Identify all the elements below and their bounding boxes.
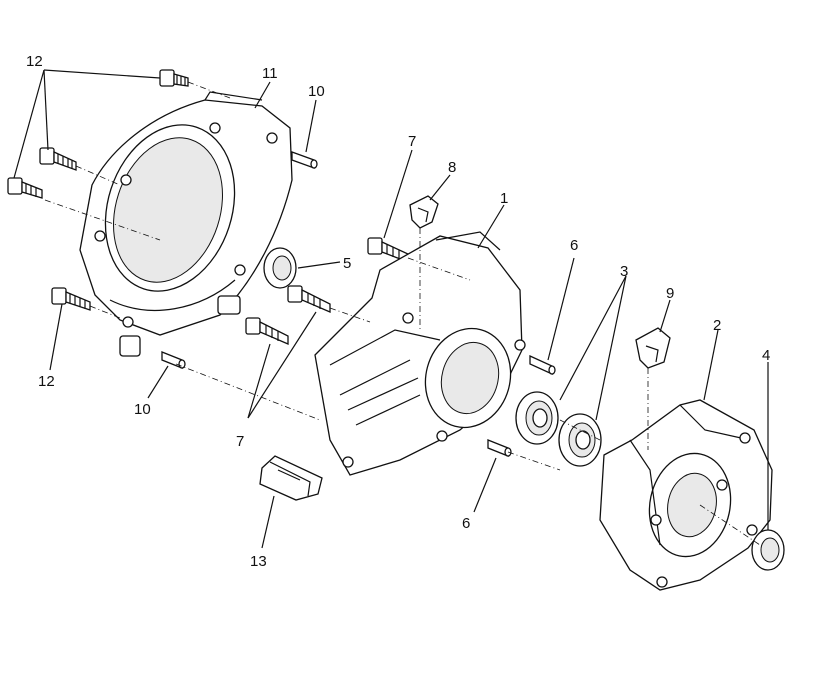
part-9-clip (635, 327, 671, 369)
callout-4: 4 (762, 347, 770, 364)
callout-1: 1 (500, 190, 508, 207)
part-2-crankcase-half (599, 399, 773, 591)
callout-10-bottom: 10 (134, 401, 151, 418)
part-12-screw-d (51, 287, 91, 311)
part-13-bracket (259, 455, 323, 501)
callout-labels: 12 11 10 7 8 1 5 6 3 9 2 4 12 10 7 6 13 (26, 53, 770, 570)
part-7-screw-low (245, 317, 289, 345)
part-12-screw-a (159, 69, 189, 87)
part-3-bearing-a (515, 391, 559, 445)
callout-6-bottom: 6 (462, 515, 470, 532)
callout-11: 11 (262, 65, 278, 82)
callout-7-bottom: 7 (236, 433, 244, 450)
callout-leader-lines (13, 69, 769, 549)
part-7-screw-mid (287, 285, 331, 313)
callout-12-top: 12 (26, 53, 43, 70)
part-6-pin-top (529, 354, 556, 376)
callout-8: 8 (448, 159, 456, 176)
part-1-crankcase (314, 231, 526, 476)
part-10-pin-bottom (161, 351, 186, 369)
part-4-oil-seal (751, 529, 785, 571)
callout-13: 13 (250, 553, 267, 570)
callout-6-top: 6 (570, 237, 578, 254)
callout-12-bottom: 12 (38, 373, 55, 390)
assembly-center-lines (44, 81, 761, 546)
part-3-bearing-b (558, 413, 602, 467)
part-12-screw-b (39, 147, 77, 171)
part-8-clip (409, 195, 439, 229)
callout-7-top: 7 (408, 133, 416, 150)
part-11-fan-housing (79, 91, 293, 357)
part-6-pin-bottom (487, 439, 512, 457)
callout-2: 2 (713, 317, 721, 334)
callout-10-top: 10 (308, 83, 325, 100)
callout-3: 3 (620, 263, 628, 280)
part-10-pin-top (291, 151, 318, 169)
part-12-screw-c (7, 177, 43, 199)
callout-9: 9 (666, 285, 674, 302)
part-5-oil-seal (263, 247, 297, 289)
callout-5: 5 (343, 255, 351, 272)
